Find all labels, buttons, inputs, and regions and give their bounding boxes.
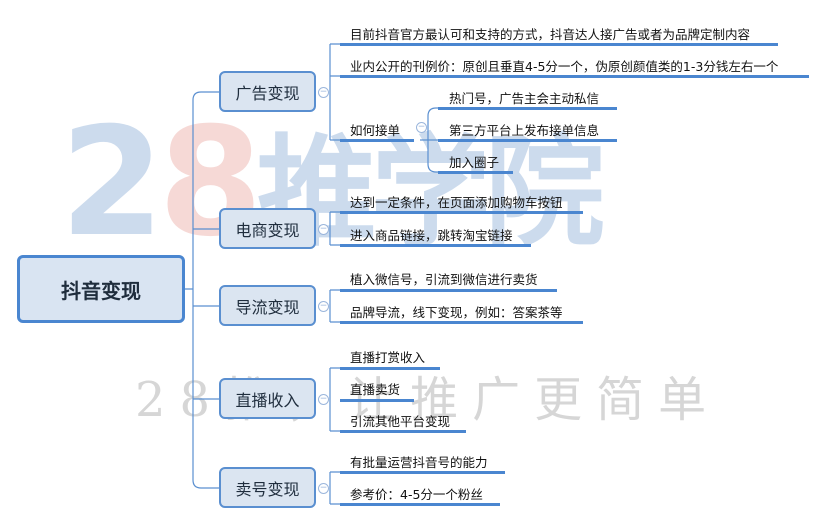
- trunk-connector: [185, 91, 219, 489]
- collapse-icon[interactable]: −: [318, 394, 329, 405]
- leaf-underline: [340, 430, 466, 433]
- branch-ad[interactable]: 广告变现: [219, 71, 316, 112]
- leaf-node[interactable]: 植入微信号，引流到微信进行卖货: [350, 272, 538, 287]
- leaf-underline: [438, 139, 617, 142]
- leaf-underline: [340, 75, 809, 78]
- leaf-underline: [340, 139, 414, 142]
- branch-ecom-connector: [329, 211, 340, 246]
- leaf-underline: [438, 171, 513, 174]
- leaf-node[interactable]: 品牌导流，线下变现，例如：答案茶等: [350, 305, 563, 320]
- branch-live[interactable]: 直播收入: [219, 378, 316, 419]
- branch-traffic-connector: [329, 289, 340, 323]
- leaf-underline: [340, 43, 778, 46]
- collapse-icon[interactable]: −: [318, 87, 329, 98]
- branch-sell-connector: [329, 471, 340, 505]
- branch-traffic[interactable]: 导流变现: [219, 285, 316, 326]
- leaf-node[interactable]: 直播卖货: [350, 382, 401, 397]
- branch-live-connector: [329, 367, 340, 432]
- leaf-node[interactable]: 业内公开的刊例价：原创且垂直4-5分一个，伪原创颜值类的1-3分钱左右一个: [350, 59, 779, 74]
- leaf-node[interactable]: 进入商品链接，跳转淘宝链接: [350, 228, 513, 243]
- leaf-underline: [340, 289, 557, 292]
- branch-sell-account[interactable]: 卖号变现: [219, 467, 316, 508]
- root-node[interactable]: 抖音变现: [17, 255, 185, 323]
- leaf-underline: [340, 211, 583, 214]
- leaf-node[interactable]: 热门号，广告主会主动私信: [449, 91, 600, 106]
- leaf-node[interactable]: 如何接单: [350, 123, 401, 138]
- collapse-icon[interactable]: −: [318, 301, 329, 312]
- watermark-logo: 28推学院: [60, 96, 605, 270]
- leaf-node[interactable]: 参考价：4-5分一个粉丝: [350, 487, 483, 502]
- leaf-node[interactable]: 目前抖音官方最认可和支持的方式，抖音达人接广告或者为品牌定制内容: [350, 27, 751, 42]
- leaf-node[interactable]: 有批量运营抖音号的能力: [350, 455, 488, 470]
- leaf-underline: [340, 367, 440, 370]
- collapse-icon[interactable]: −: [416, 122, 427, 133]
- branch-ad-connector: [329, 43, 340, 141]
- sub-connector: [420, 107, 440, 173]
- leaf-underline: [340, 244, 531, 247]
- leaf-node[interactable]: 直播打赏收入: [350, 350, 426, 365]
- leaf-underline: [340, 321, 583, 324]
- leaf-node[interactable]: 第三方平台上发布接单信息: [449, 123, 600, 138]
- branch-ecommerce[interactable]: 电商变现: [219, 208, 316, 249]
- leaf-node[interactable]: 达到一定条件，在页面添加购物车按钮: [350, 195, 563, 210]
- leaf-underline: [340, 399, 414, 402]
- leaf-underline: [340, 471, 505, 474]
- leaf-node[interactable]: 加入圈子: [449, 155, 500, 170]
- collapse-icon[interactable]: −: [318, 483, 329, 494]
- leaf-underline: [438, 107, 617, 110]
- leaf-underline: [340, 503, 500, 506]
- leaf-node[interactable]: 引流其他平台变现: [350, 414, 451, 429]
- collapse-icon[interactable]: −: [318, 224, 329, 235]
